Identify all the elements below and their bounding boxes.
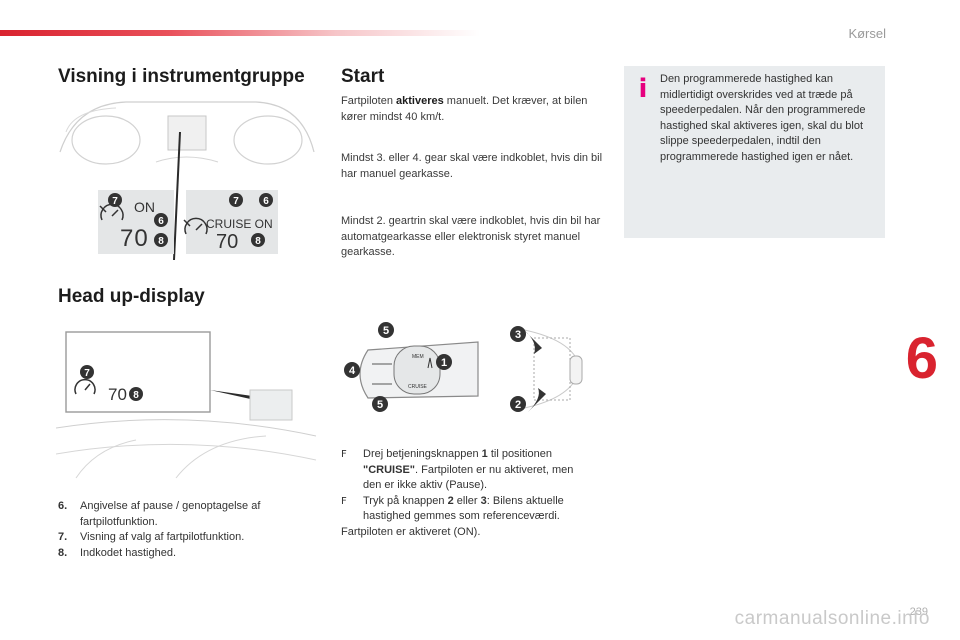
info-box: i Den programmerede hastighed kan midler… (624, 66, 885, 238)
cluster-left-speed: 70 (120, 225, 149, 252)
info-icon: i (638, 74, 648, 104)
cluster-right-speed: 70 (216, 231, 238, 253)
badge-3: 3 (515, 329, 521, 341)
badge-7: 7 (233, 196, 239, 207)
start-paragraph-1: Fartpiloten aktiveres manuelt. Det kræve… (341, 95, 588, 123)
legend-item: 8.Indkodet hastighed. (58, 546, 177, 559)
legend-item: 7.Visning af valg af fartpilotfunktion. (58, 531, 245, 543)
cruise-control-stalk-illustration: MEM CRUISE 5 4 5 1 3 2 (344, 322, 583, 412)
section-title-display: Visning i instrumentgruppe (58, 66, 305, 87)
stalk-label-cruise: CRUISE (408, 384, 428, 390)
badge-8: 8 (255, 236, 261, 247)
badge-6: 6 (158, 216, 164, 227)
legend-list: 6.Angivelse af pause / genoptagelse af f… (58, 499, 318, 561)
badge-5-bottom: 5 (377, 399, 383, 411)
speed-gauge-icon (74, 378, 96, 395)
start-paragraph-2: Mindst 3. eller 4. gear skal være indkob… (341, 152, 603, 180)
badge-6: 6 (263, 196, 269, 207)
hud-speed: 70 (108, 385, 127, 404)
badge-7: 7 (84, 368, 90, 379)
info-text: Den programmerede hastighed kan midlerti… (660, 73, 866, 163)
badge-5-top: 5 (383, 325, 389, 337)
start-paragraph-3: Mindst 2. geartrin skal være indkoblet, … (341, 215, 601, 258)
cruise-display-panels: ON 70 7 6 8 CRUISE ON 70 7 6 8 (99, 193, 273, 253)
chapter-number: 6 (905, 326, 938, 391)
stalk-label-mem: MEM (412, 354, 424, 360)
badge-2: 2 (515, 399, 521, 411)
legend-item: 6.Angivelse af pause / genoptagelse af f… (58, 500, 261, 528)
section-title-start: Start (341, 66, 385, 87)
cluster-left-status: ON (134, 199, 155, 215)
head-up-display-illustration: 70 7 8 (56, 331, 317, 479)
badge-1: 1 (441, 357, 447, 369)
badge-8: 8 (158, 236, 164, 247)
chapter-title: Kørsel (848, 26, 886, 41)
page-number: 239 (909, 606, 928, 618)
badge-7: 7 (112, 196, 118, 207)
header-accent-bar (0, 30, 480, 36)
speed-gauge-icon (183, 217, 208, 235)
section-title-hud: Head up-display (58, 286, 205, 307)
badge-4: 4 (349, 365, 356, 377)
badge-8: 8 (133, 390, 139, 401)
cluster-right-status: CRUISE ON (206, 217, 273, 231)
steps-closing: Fartpiloten er aktiveret (ON). (341, 525, 481, 538)
watermark: carmanualsonline.info (734, 608, 930, 629)
